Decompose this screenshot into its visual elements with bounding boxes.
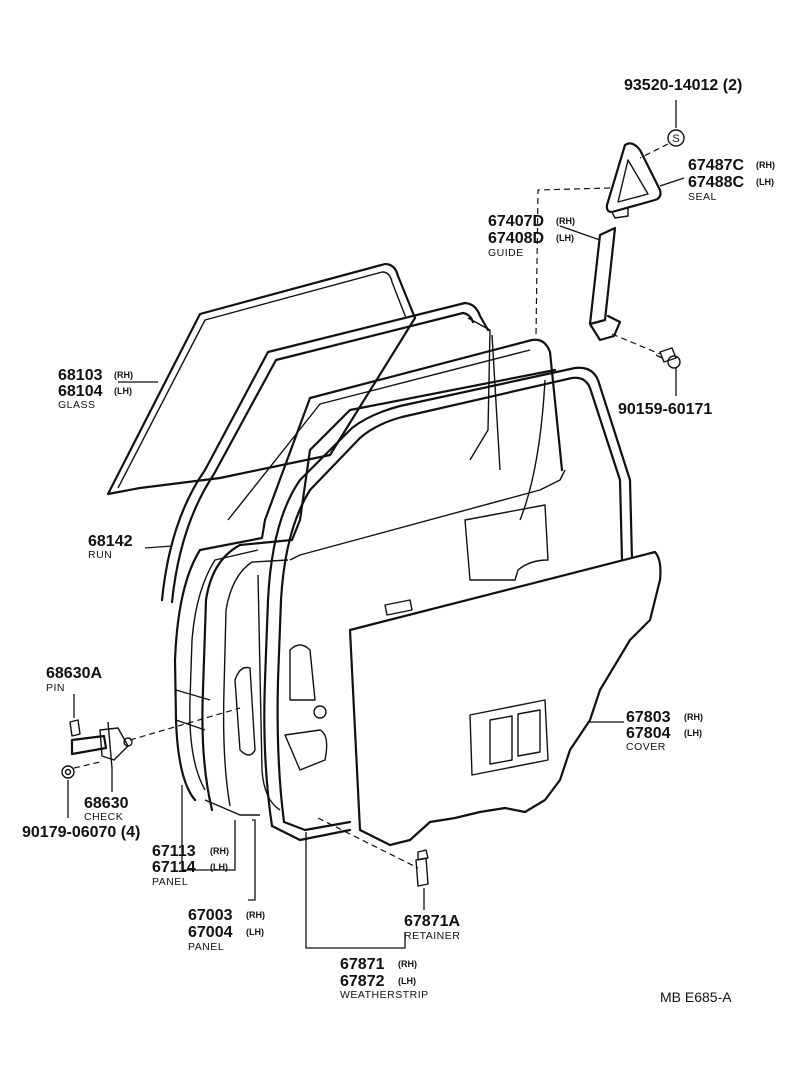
svg-text:S: S [672, 133, 679, 145]
pin-name: PIN [46, 682, 65, 694]
check-bolt-part-number: 90179-06070 (4) [22, 824, 140, 841]
seal-leader [659, 177, 685, 187]
cover-drawing [348, 550, 662, 847]
weatherstrip-name: WEATHERSTRIP [340, 989, 429, 1001]
outer-panel-name: PANEL [188, 941, 224, 953]
cover-side-lh: (LH) [684, 728, 702, 738]
diagram-code: MB E685-A [660, 989, 732, 1005]
retainer-line [317, 817, 419, 869]
run-part-number: 68142 [88, 533, 133, 550]
check-to-panel-line [129, 707, 241, 741]
inner-panel-part-number-rh: 67113 [152, 843, 196, 860]
retainer-part-number: 67871A [404, 913, 460, 930]
guide-side-lh: (LH) [556, 233, 574, 243]
glass-drawing [106, 262, 417, 496]
check-bolt-drawing [61, 765, 75, 779]
guide-drawing [588, 226, 622, 342]
guide-side-rh: (RH) [556, 216, 575, 226]
cover-name: COVER [626, 741, 666, 753]
guide-to-bolt-line [611, 333, 661, 355]
inner-panel-leader [181, 785, 236, 871]
seal-name: SEAL [688, 191, 717, 203]
pin-part-number: 68630A [46, 665, 102, 682]
weatherstrip-side-lh: (LH) [398, 976, 416, 986]
glass-part-number-lh: 68104 [58, 383, 103, 400]
glass-side-lh: (LH) [114, 386, 132, 396]
run-leader [144, 545, 173, 549]
bolt-part-number: 90159-60171 [618, 401, 712, 418]
screw-to-seal-line [639, 143, 669, 159]
seal-drawing [605, 142, 662, 219]
inner-panel-side-lh: (LH) [210, 862, 228, 872]
outer-panel-part-number-lh: 67004 [188, 924, 233, 941]
guide-part-number-rh: 67407D [488, 213, 544, 230]
guide-part-number-lh: 67408D [488, 230, 544, 247]
seal-side-rh: (RH) [756, 160, 775, 170]
outer-panel-leader [248, 819, 256, 901]
run-drawing [160, 301, 491, 604]
inner-panel-name: PANEL [152, 876, 188, 888]
inner-panel-drawing [201, 334, 566, 812]
inner-panel-side-rh: (RH) [210, 846, 229, 856]
seal-side-lh: (LH) [756, 177, 774, 187]
seal-part-number-lh: 67488C [688, 174, 744, 191]
outer-panel-drawing [173, 338, 564, 816]
check-name: CHECK [84, 811, 123, 823]
bolt-drawing [655, 347, 681, 369]
outer-panel-part-number-rh: 67003 [188, 907, 233, 924]
run-name: RUN [88, 549, 112, 561]
retainer-name: RETAINER [404, 930, 460, 942]
weatherstrip-part-number-rh: 67871 [340, 956, 385, 973]
guide-leader [559, 225, 601, 241]
outer-panel-side-rh: (RH) [246, 910, 265, 920]
glass-part-number-rh: 68103 [58, 367, 103, 384]
weatherstrip-leader [305, 832, 406, 949]
screw-part-number: 93520-14012 (2) [624, 77, 742, 94]
glass-name: GLASS [58, 399, 96, 411]
inner-panel-part-number-lh: 67114 [152, 859, 196, 876]
check-drawing [69, 719, 133, 769]
screw-symbol: S [667, 129, 685, 147]
check-bolt-line [73, 761, 101, 769]
weatherstrip-part-number-lh: 67872 [340, 973, 385, 990]
cover-side-rh: (RH) [684, 712, 703, 722]
retainer-drawing [415, 849, 429, 887]
weatherstrip-side-rh: (RH) [398, 959, 417, 969]
cover-part-number-rh: 67803 [626, 709, 671, 726]
cover-part-number-lh: 67804 [626, 725, 671, 742]
outer-panel-side-lh: (LH) [246, 927, 264, 937]
glass-side-rh: (RH) [114, 370, 133, 380]
guide-name: GUIDE [488, 247, 524, 259]
check-part-number: 68630 [84, 795, 129, 812]
seal-part-number-rh: 67487C [688, 157, 744, 174]
weatherstrip-drawing [263, 366, 634, 842]
seal-to-guide-line [535, 187, 611, 337]
